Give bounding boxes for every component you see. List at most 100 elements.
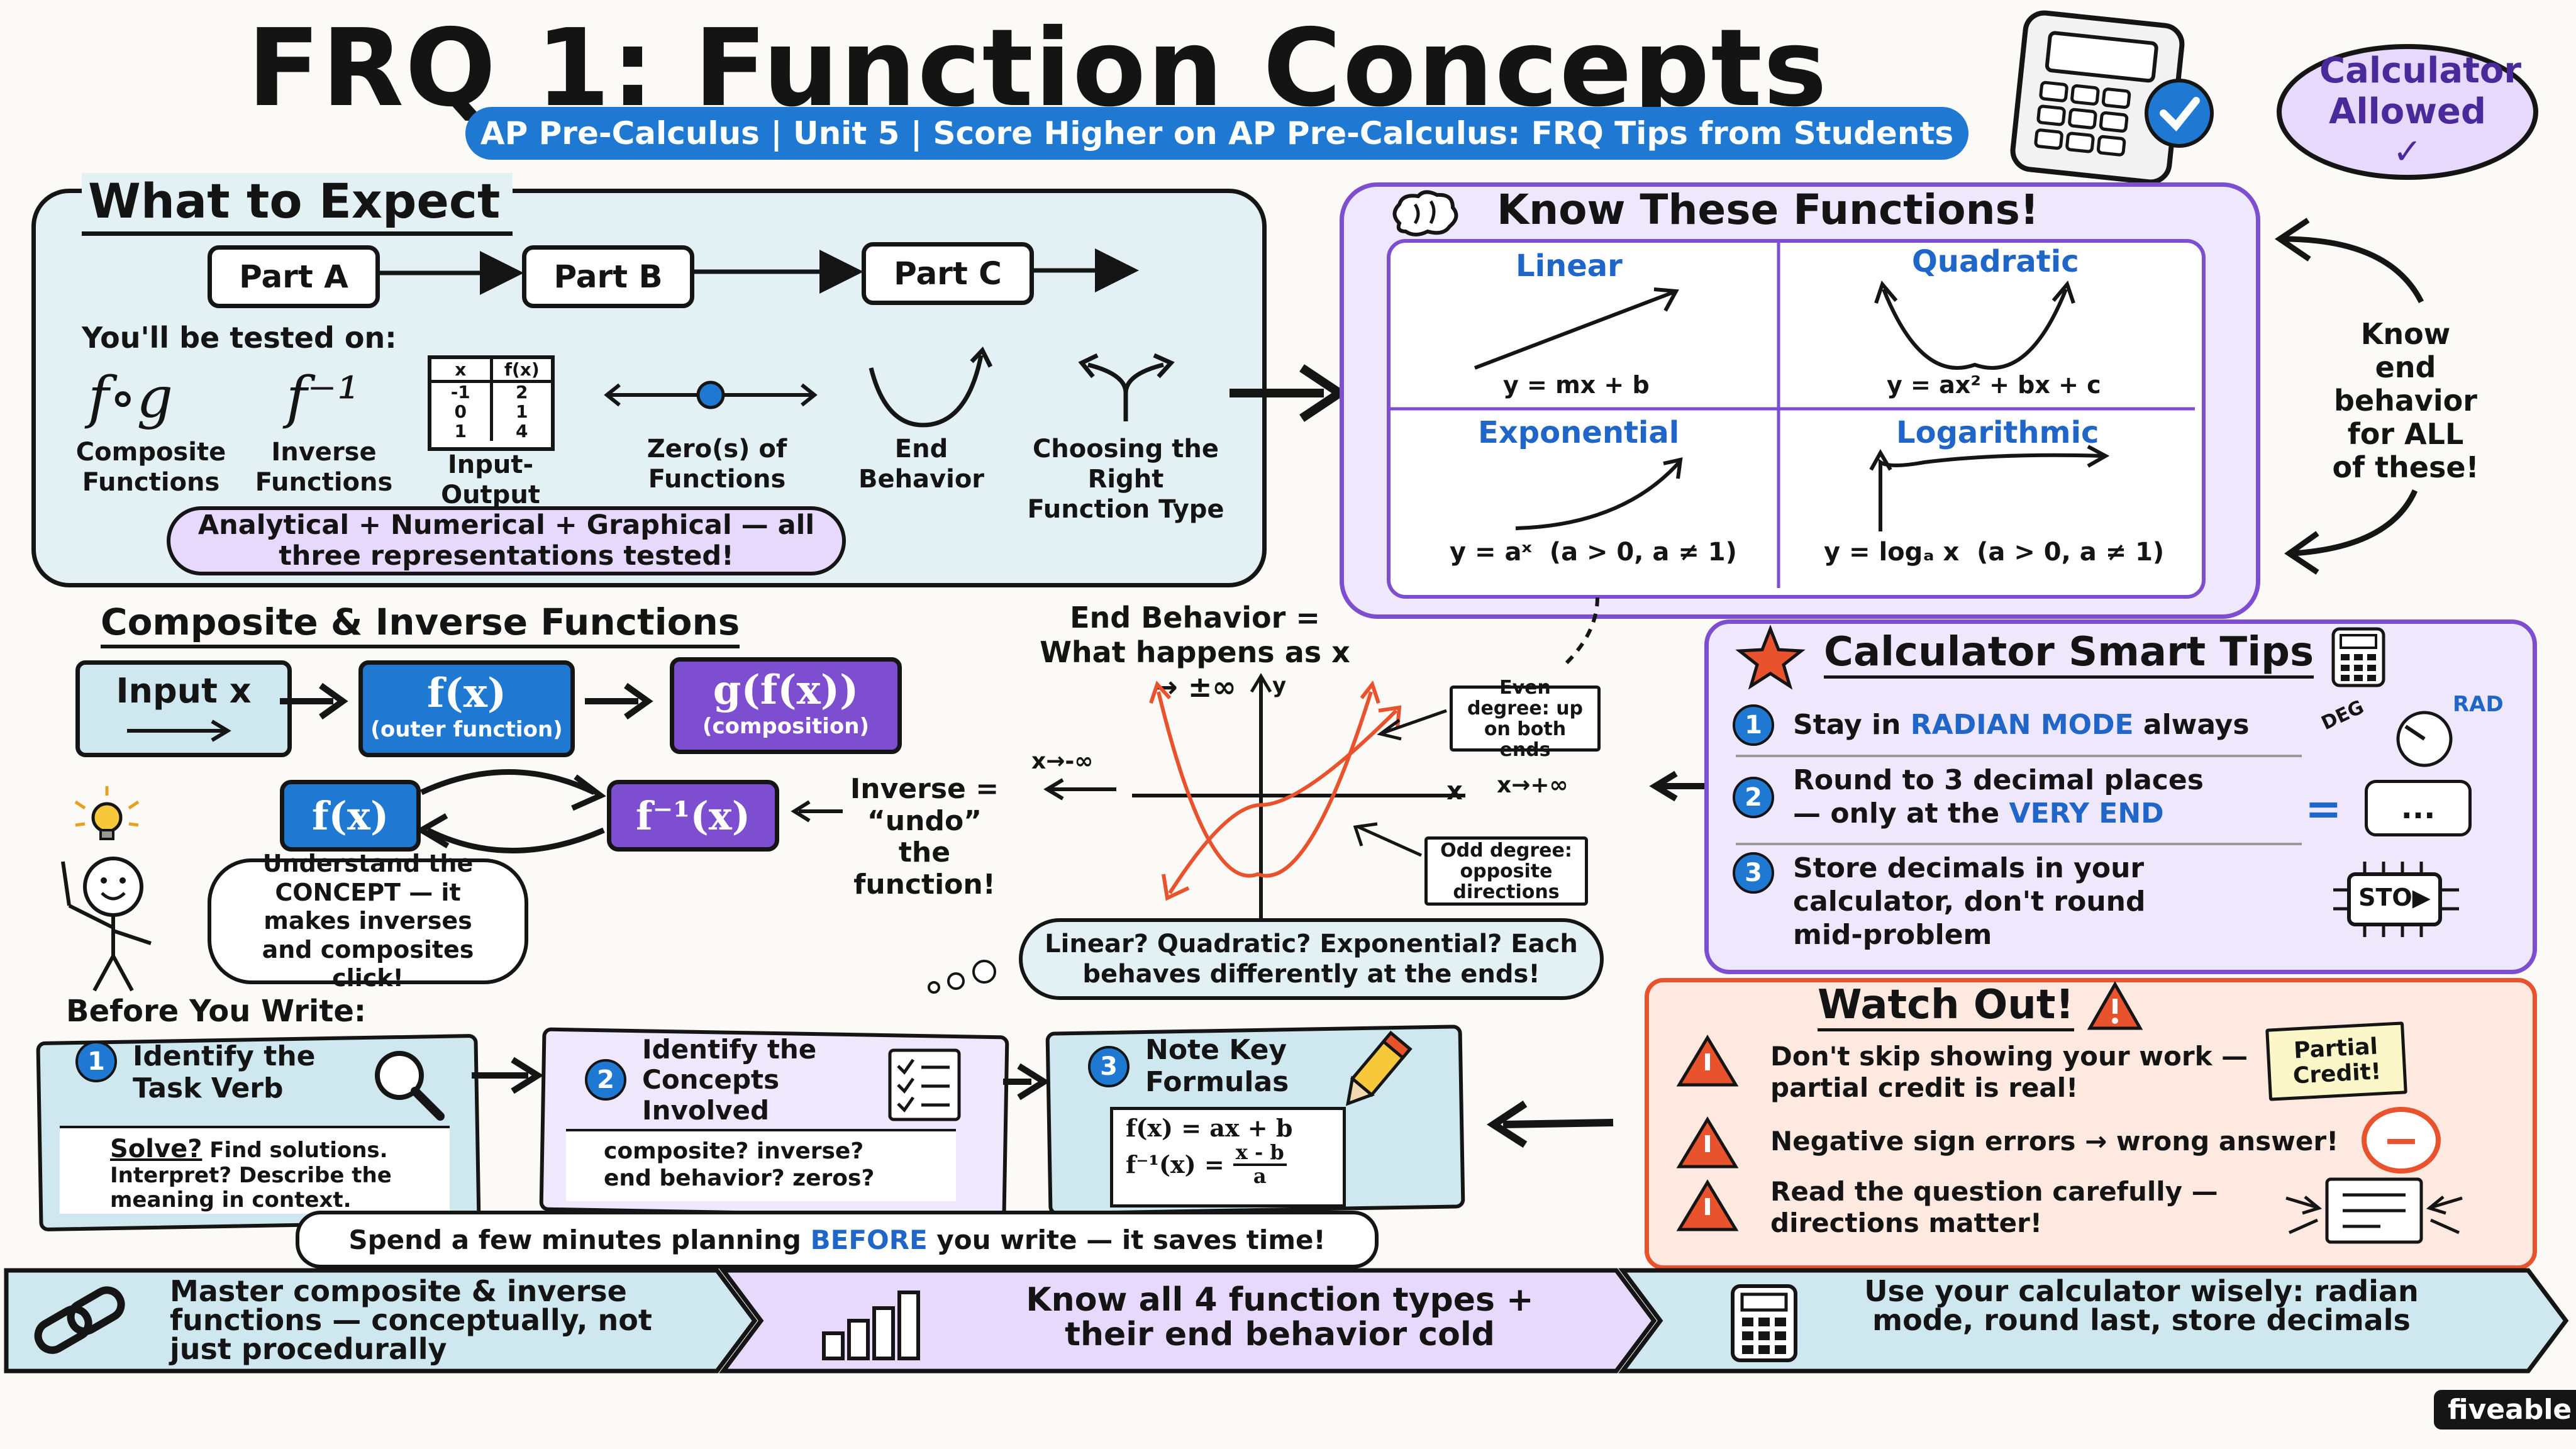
step-number-1: 1 bbox=[75, 1041, 117, 1082]
tip-rounding-row: 2 Round to 3 decimal places — only at th… bbox=[1733, 764, 2248, 831]
linear-name: Linear bbox=[1516, 248, 1623, 284]
formula-2-numerator: x - b bbox=[1233, 1141, 1287, 1166]
tip-radian-row: 1 Stay in RADIAN MODE always bbox=[1733, 704, 2299, 746]
badge-text: Calculator Allowed ✓ bbox=[2319, 50, 2521, 173]
step3-formula-box: f(x) = ax + b f⁻¹(x) = x - b a bbox=[1110, 1107, 1346, 1208]
inverse-label: Inverse Functions bbox=[255, 438, 393, 497]
representations-note: Analytical + Numerical + Graphical — all… bbox=[167, 506, 846, 575]
x-axis-label: x bbox=[1446, 777, 1463, 806]
step1-title: Identify the Task Verb bbox=[133, 1040, 316, 1104]
table-cell: 1 bbox=[516, 401, 528, 422]
arrow-from-calc bbox=[1649, 770, 1707, 802]
pos-infinity-label: x→+∞ bbox=[1497, 772, 1568, 798]
fx-box: f(x) (outer function) bbox=[358, 660, 575, 757]
part-b-box: Part B bbox=[522, 245, 694, 308]
warning-icon bbox=[2087, 980, 2143, 1030]
gfx-label: g(f(x)) bbox=[713, 667, 859, 714]
watch-item-work: Don't skip showing your work — partial c… bbox=[1770, 1041, 2248, 1104]
sto-chip-icon: STO▶ bbox=[2333, 862, 2459, 937]
end-behavior-heading: End Behavior = What happens as x → ±∞ bbox=[1040, 601, 1350, 704]
plan-highlight: BEFORE bbox=[810, 1224, 928, 1255]
plan-text-end: you write — it saves time! bbox=[927, 1224, 1326, 1255]
linear-formula: y = mx + b bbox=[1503, 371, 1650, 399]
step1-verb: Solve? bbox=[110, 1135, 203, 1163]
step1-body: Solve? Find solutions. Interpret? Descri… bbox=[60, 1126, 450, 1214]
exponential-graph bbox=[1515, 457, 1683, 530]
end-behavior-curve-icon bbox=[869, 346, 993, 428]
odd-note-arrow bbox=[1353, 822, 1423, 857]
formula-2: f⁻¹(x) = x - b a bbox=[1126, 1141, 1343, 1188]
chip-pins bbox=[2333, 862, 2459, 937]
tip1-text-end: always bbox=[2133, 708, 2250, 741]
end-behavior-side-note: Know end behavior for ALL of these! bbox=[2332, 317, 2479, 484]
mini-calculator-icon bbox=[2331, 627, 2385, 687]
part-a-box: Part A bbox=[208, 245, 380, 308]
composite-symbol: f∘g bbox=[88, 365, 174, 431]
inverse-undo-note: Inverse = “undo” the function! bbox=[850, 773, 999, 901]
tip2-text: Round to 3 decimal places — only at the bbox=[1793, 764, 2204, 830]
functions-title: Know These Functions! bbox=[1497, 186, 2039, 234]
fork-arrow-icon bbox=[1078, 353, 1175, 421]
calculator-tips-title: Calculator Smart Tips bbox=[1824, 629, 2314, 679]
tip-store-row: 3 Store decimals in your calculator, don… bbox=[1733, 852, 2248, 952]
left-arrow bbox=[1043, 778, 1116, 801]
end-behavior-thought-cloud: Linear? Quadratic? Exponential? Each beh… bbox=[1019, 918, 1604, 1000]
formula-2-left: f⁻¹(x) = bbox=[1126, 1150, 1224, 1179]
end-behavior-graph bbox=[1132, 673, 1465, 918]
pencil-icon bbox=[1345, 1030, 1413, 1106]
formula-1: f(x) = ax + b bbox=[1126, 1114, 1293, 1142]
thought-dots bbox=[928, 960, 996, 994]
zeros-label: Zero(s) of Functions bbox=[647, 435, 787, 494]
planning-note: Spend a few minutes planning BEFORE you … bbox=[296, 1211, 1379, 1269]
footer-tip-composite: Master composite & inverse functions — c… bbox=[170, 1274, 652, 1366]
warning-icons bbox=[1676, 1035, 1739, 1231]
partial-credit-note: Partial Credit! bbox=[2265, 1021, 2407, 1101]
fx-label: f(x) bbox=[426, 670, 507, 717]
footer-banner bbox=[4, 1268, 2569, 1374]
sto-label: STO▶ bbox=[2358, 884, 2431, 911]
undo-arrow bbox=[791, 800, 843, 823]
chain-link-icon bbox=[34, 1286, 125, 1354]
part-c-box: Part C bbox=[862, 242, 1034, 305]
gfx-sublabel: (composition) bbox=[702, 714, 870, 739]
input-box: Input x bbox=[75, 660, 292, 757]
tested-on-label: You'll be tested on: bbox=[82, 321, 397, 355]
formula-2-denominator: a bbox=[1253, 1163, 1267, 1188]
neg-infinity-label: x→-∞ bbox=[1031, 748, 1094, 774]
deg-rad-dial-icon bbox=[2396, 711, 2453, 767]
brain-icon bbox=[1392, 190, 1458, 236]
input-output-table: x f(x) -1 0 1 2 1 4 bbox=[428, 355, 555, 451]
tip1-highlight: RADIAN MODE bbox=[1910, 708, 2134, 741]
inverse-fx-box: f(x) bbox=[280, 780, 421, 852]
even-degree-note: Even degree: up on both ends bbox=[1450, 677, 1601, 760]
odd-degree-note: Odd degree: opposite directions bbox=[1424, 836, 1588, 906]
fx-sublabel: (outer function) bbox=[370, 717, 563, 742]
input-arrow-icon bbox=[127, 719, 231, 742]
watch-out-title: Watch Out! bbox=[1818, 980, 2143, 1031]
watch-item-sign: Negative sign errors → wrong answer! bbox=[1770, 1126, 2339, 1157]
table-header-fx: f(x) bbox=[504, 359, 540, 380]
bar-chart-icon bbox=[822, 1291, 920, 1360]
table-header-x: x bbox=[431, 359, 493, 380]
rad-label: RAD bbox=[2453, 692, 2504, 717]
gfx-box: g(f(x)) (composition) bbox=[670, 657, 902, 754]
footer-tip-calculator: Use your calculator wisely: radian mode,… bbox=[1864, 1274, 2419, 1337]
tip-number-3: 3 bbox=[1733, 852, 1774, 894]
fiveable-logo: fiveable bbox=[2434, 1390, 2576, 1430]
tip1-text: Stay in bbox=[1793, 708, 1911, 741]
composite-label: Composite Functions bbox=[75, 438, 226, 497]
exponential-formula: y = aˣ (a > 0, a ≠ 1) bbox=[1450, 538, 1737, 567]
step1-body-text: Find solutions. Interpret? Describe the … bbox=[110, 1138, 392, 1213]
what-to-expect-title: What to Expect bbox=[82, 173, 513, 236]
footer-tip-types: Know all 4 function types + their end be… bbox=[1026, 1281, 1534, 1353]
equals-sign: = bbox=[2305, 783, 2342, 835]
step3-title: Note Key Formulas bbox=[1145, 1034, 1289, 1098]
input-label: Input x bbox=[116, 671, 252, 711]
inverse-symbol: f⁻¹ bbox=[286, 365, 360, 431]
divider bbox=[1736, 843, 2302, 845]
logarithmic-name: Logarithmic bbox=[1896, 415, 2099, 450]
footer-calculator-icon bbox=[1731, 1284, 1797, 1362]
calculator-allowed-badge: Calculator Allowed ✓ bbox=[2277, 44, 2538, 180]
